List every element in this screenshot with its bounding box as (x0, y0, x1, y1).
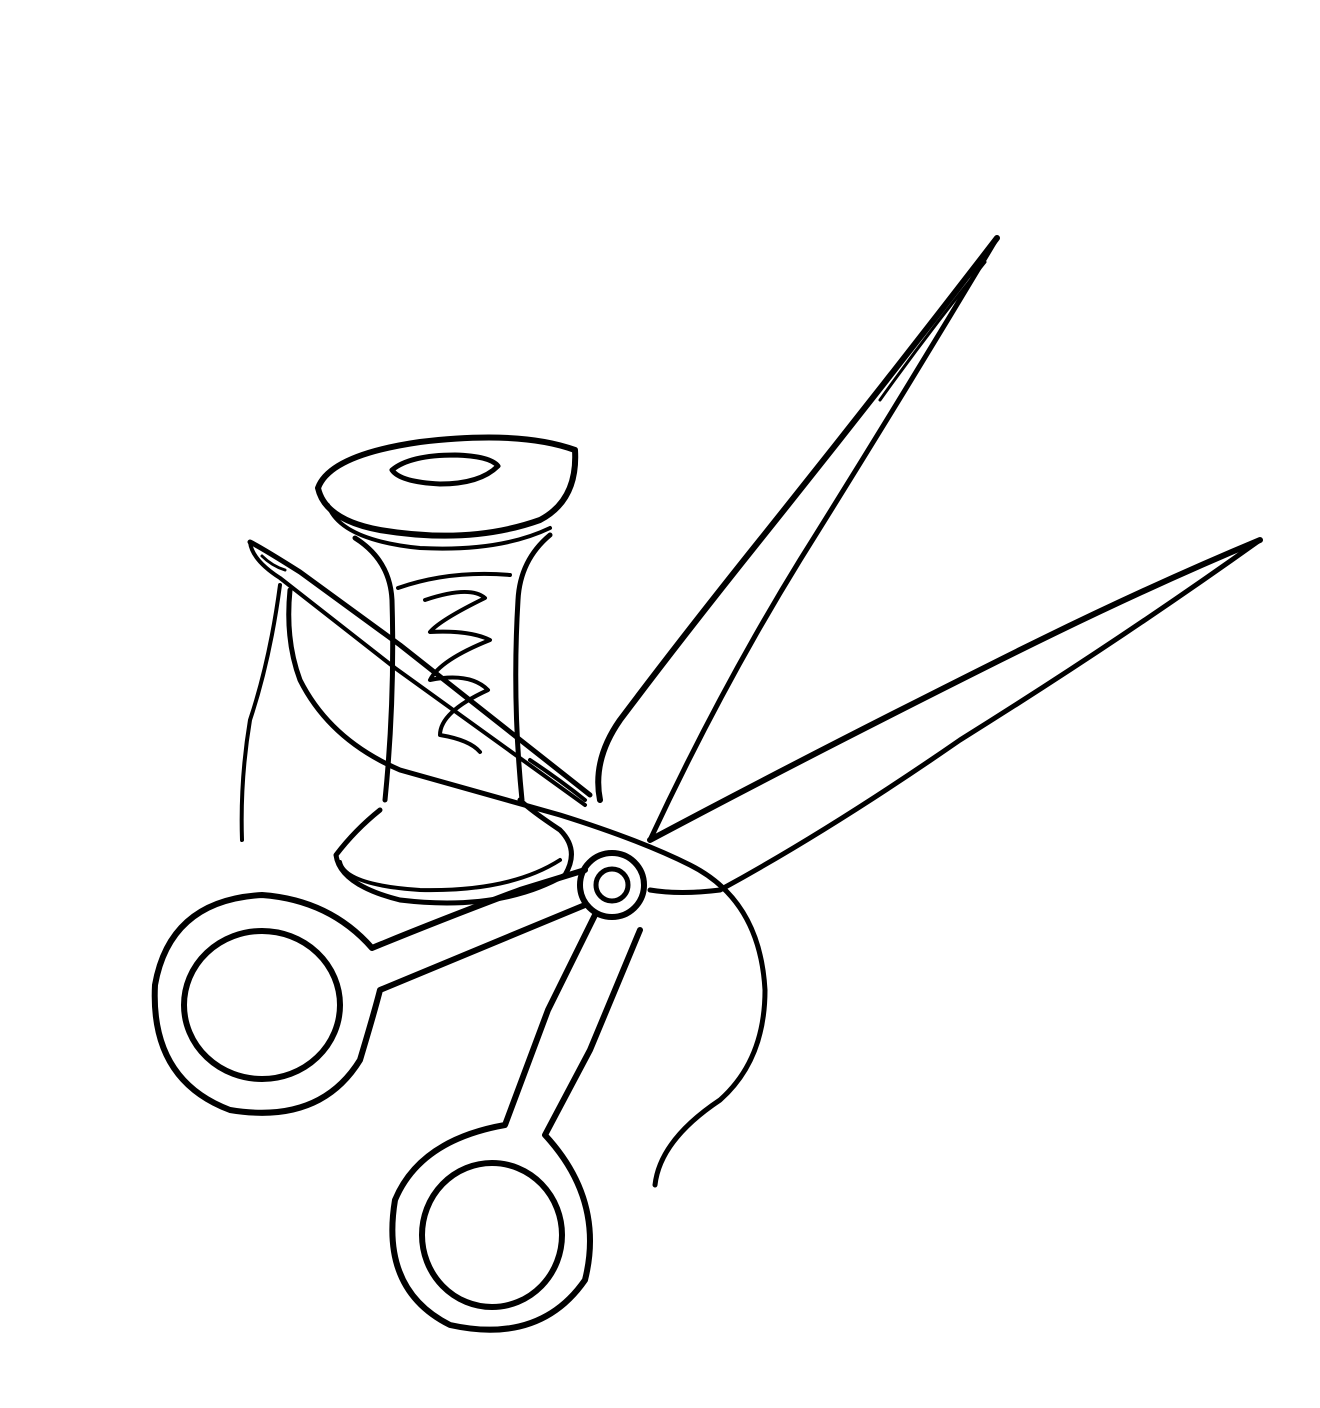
thread-spool-icon (315, 434, 587, 906)
thread-icon (239, 583, 768, 1188)
scissors-icon (151, 235, 1263, 1333)
needle-icon (247, 539, 593, 807)
